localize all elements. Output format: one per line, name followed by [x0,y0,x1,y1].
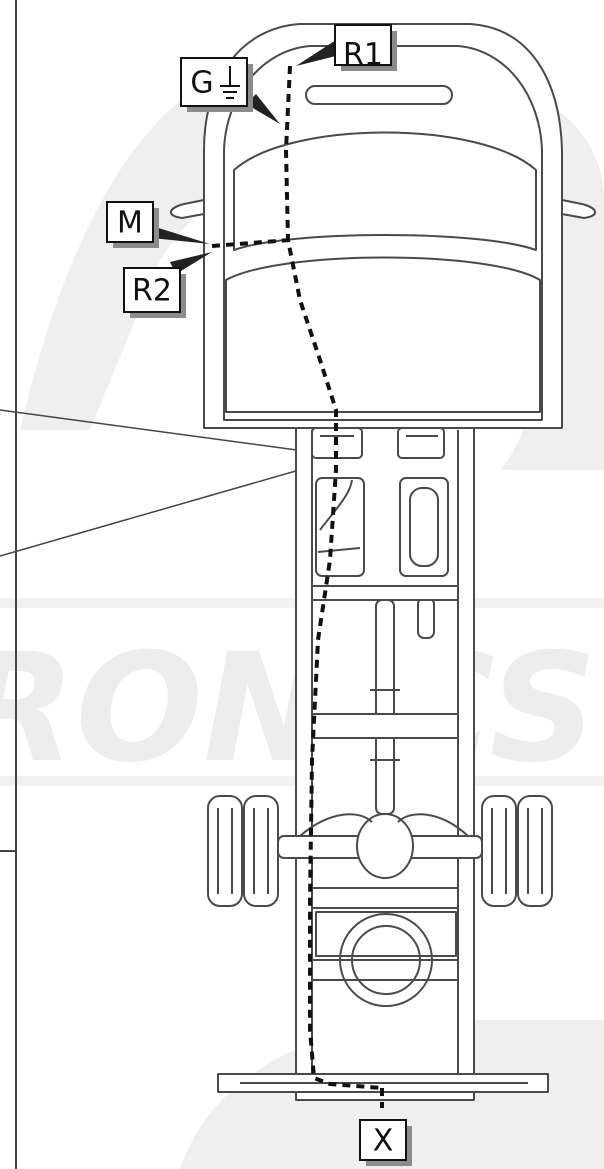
mirrors [170,199,596,219]
label-g: G [180,57,253,112]
cross-member-2 [311,713,459,739]
right-rear-wheels [481,795,553,907]
label-g-text: G [190,66,213,101]
label-m-text: M [117,206,143,241]
label-x: X [359,1119,412,1166]
label-r1-text: R1 [343,38,383,73]
label-m: M [106,201,159,248]
rear-bumper [217,1073,549,1093]
rear-axle [277,813,483,879]
pointer-r1 [296,40,336,66]
ground-icon [220,66,240,99]
cab [203,23,563,429]
spare-wheel [315,911,457,1007]
vehicle-outline [170,23,596,1101]
label-r2: R2 [123,267,186,318]
roof-marker-light [305,85,453,105]
label-x-text: X [373,1124,394,1159]
left-rear-wheels [207,795,279,907]
cross-member-4 [311,959,459,981]
windshield [233,131,537,251]
label-r1: R1 [334,24,397,73]
fuel-tank-area [315,477,449,577]
pointer-m [152,226,210,244]
cross-member-1 [311,585,459,601]
callout-line-upper [0,409,335,456]
cab-roof [225,256,541,413]
wiring-route [211,65,384,1108]
pointer-g [246,94,280,124]
page-frame [0,0,335,1169]
callout-line-lower [0,459,335,557]
label-r2-text: R2 [132,274,172,309]
cross-member-3 [311,887,459,909]
